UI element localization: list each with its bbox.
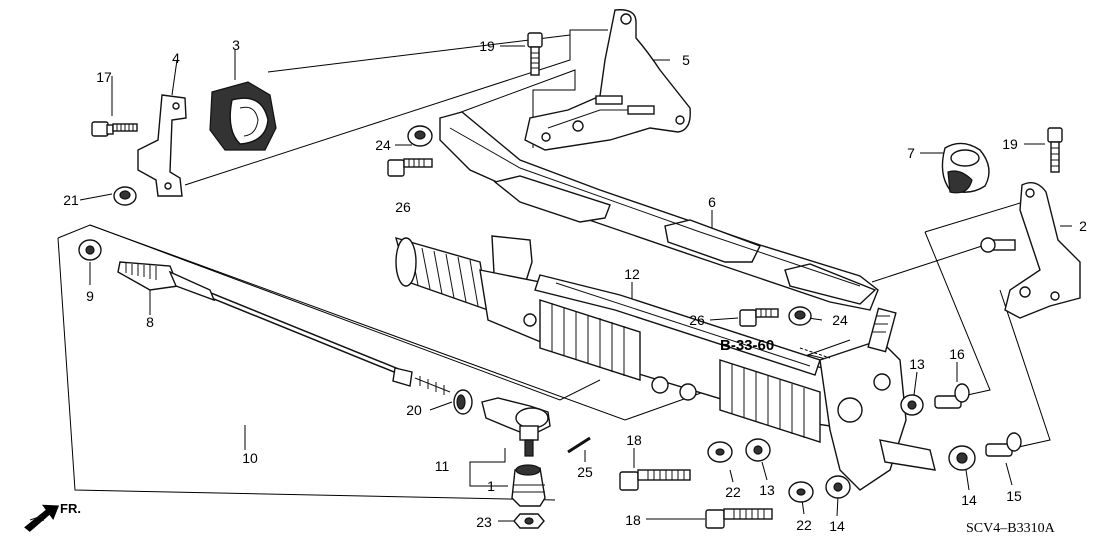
part-24-nut-upper xyxy=(407,125,433,147)
callout-17: 17 xyxy=(96,69,112,85)
callout-3: 3 xyxy=(232,37,240,53)
part-8-tie-rod xyxy=(117,261,451,395)
reference-arrow xyxy=(799,347,831,359)
part-1-dust-boot xyxy=(511,464,546,507)
callout-25: 25 xyxy=(577,464,593,480)
callout-22-upper: 22 xyxy=(725,484,741,500)
part-25-cotter-pin xyxy=(567,436,591,454)
callout-23: 23 xyxy=(476,514,492,530)
part-9-washer xyxy=(78,239,102,261)
leader-lines xyxy=(57,29,1072,522)
part-4-holder-bracket xyxy=(137,94,187,197)
callout-24-lower: 24 xyxy=(832,312,848,328)
part-11-tie-rod-end xyxy=(481,397,551,457)
callout-4: 4 xyxy=(172,50,180,66)
part-21-nut xyxy=(113,186,137,206)
part-16-bolt xyxy=(934,383,970,409)
callout-21: 21 xyxy=(63,192,79,208)
callout-13-center: 13 xyxy=(759,482,775,498)
part-6-mounting-plate xyxy=(439,111,879,311)
part-3-mount-bushing xyxy=(209,81,277,151)
section-reference-label: B-33-60 xyxy=(720,337,774,354)
callout-5: 5 xyxy=(682,52,690,68)
part-19-bolt-top xyxy=(527,32,543,76)
part-17-flange-bolt xyxy=(91,121,138,137)
part-12-steering-gearbox xyxy=(394,235,936,491)
callout-6: 6 xyxy=(708,194,716,210)
callout-26-upper: 26 xyxy=(395,199,411,215)
front-direction-arrow-icon xyxy=(24,504,60,532)
part-23-nut xyxy=(513,513,545,529)
callout-22-lower: 22 xyxy=(796,517,812,533)
callout-11: 11 xyxy=(435,458,450,474)
part-26-bolt-lower xyxy=(739,308,779,327)
diagram-code: SCV4–B3310A xyxy=(966,521,1056,536)
callout-20: 20 xyxy=(406,402,422,418)
part-5-steering-bracket xyxy=(524,9,691,151)
part-14-bushing-lower xyxy=(825,475,851,499)
front-direction-label: FR. xyxy=(60,501,81,516)
callout-1: 1 xyxy=(487,478,495,494)
callout-12: 12 xyxy=(624,266,640,282)
callout-19-top: 19 xyxy=(479,38,495,54)
callout-24-upper: 24 xyxy=(375,137,391,153)
callout-26-lower: 26 xyxy=(689,312,705,328)
part-14-bushing-right xyxy=(948,445,976,471)
callout-19-right: 19 xyxy=(1002,136,1018,152)
part-22-washer-upper xyxy=(707,441,733,463)
part-19-bolt-right xyxy=(1047,127,1063,173)
part-13-bushing-center xyxy=(745,438,771,462)
callout-7: 7 xyxy=(907,145,915,161)
part-7-grommet xyxy=(941,142,990,194)
part-20-lock-nut xyxy=(453,389,473,415)
callout-labels: 17 4 3 19 5 7 19 2 24 26 21 6 9 8 12 26 … xyxy=(60,37,1087,536)
callout-16: 16 xyxy=(949,346,965,362)
callout-14-lower: 14 xyxy=(829,518,845,534)
callout-13-upper: 13 xyxy=(909,356,925,372)
callout-18-lower: 18 xyxy=(625,512,641,528)
callout-14-right: 14 xyxy=(961,492,977,508)
part-26-bolt-upper xyxy=(387,158,433,177)
callout-2: 2 xyxy=(1079,218,1087,234)
part-22-washer-lower xyxy=(788,481,814,503)
part-2-steering-bracket-right xyxy=(980,182,1081,319)
part-15-bolt xyxy=(985,432,1022,457)
callout-18-upper: 18 xyxy=(626,432,642,448)
part-18-bolt-lower xyxy=(705,508,773,529)
part-24-nut-lower xyxy=(788,306,812,326)
part-13-bushing-upper xyxy=(900,394,924,416)
callout-10: 10 xyxy=(242,450,258,466)
callout-15: 15 xyxy=(1006,488,1022,504)
part-18-bolt-upper xyxy=(619,469,691,491)
callout-8: 8 xyxy=(146,314,154,330)
callout-9: 9 xyxy=(86,288,94,304)
